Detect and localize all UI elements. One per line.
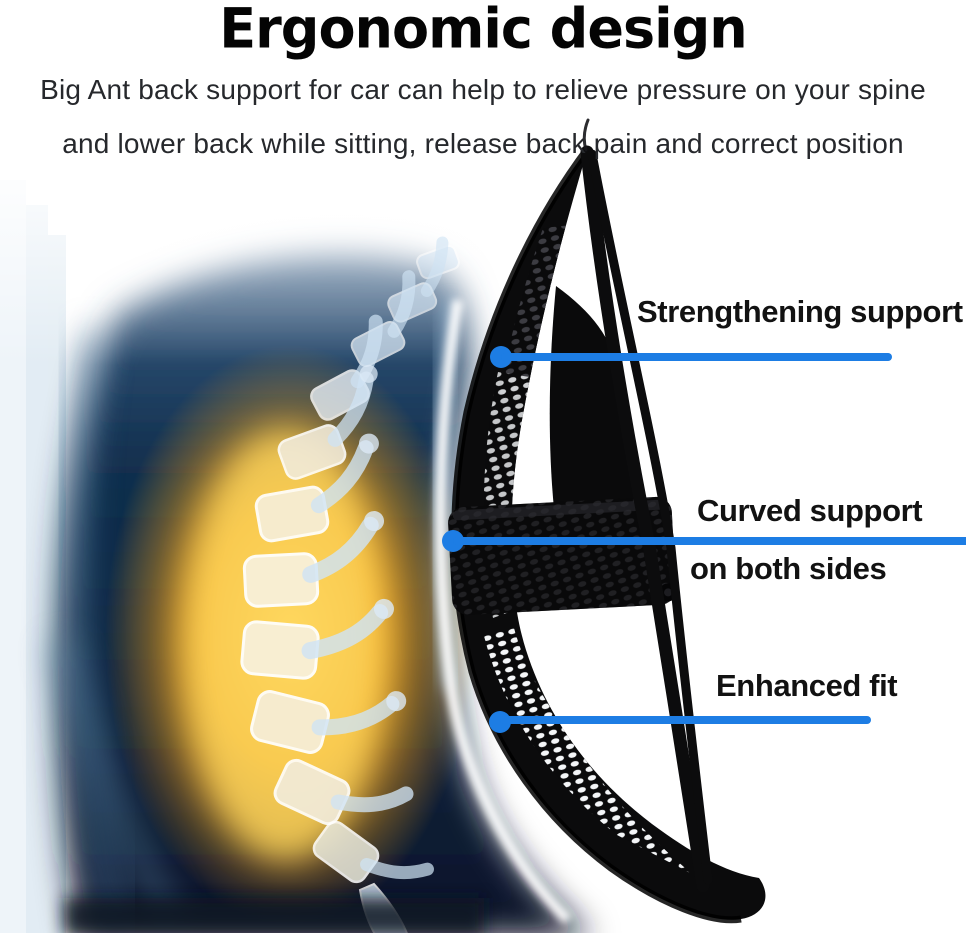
vertebra xyxy=(242,511,385,608)
leader-line-enhanced xyxy=(500,716,871,724)
back-contour xyxy=(435,299,572,924)
bottom-white-strip xyxy=(0,933,966,941)
callout-curved-label-line2: on both sides xyxy=(690,551,887,586)
vertebra xyxy=(277,364,378,480)
header: Ergonomic design Big Ant back support fo… xyxy=(0,0,966,160)
callout-curved-label-line1: Curved support xyxy=(697,493,923,528)
vertebra xyxy=(312,820,434,884)
spine-xray-illustration xyxy=(0,150,593,939)
spine-vertebrae xyxy=(240,236,460,937)
strap-tip xyxy=(582,118,590,152)
strap xyxy=(587,149,713,885)
callout-enhanced-label: Enhanced fit xyxy=(716,668,898,703)
subtitle-line-2: and lower back while sitting, release ba… xyxy=(62,128,904,159)
leader-line-curved xyxy=(453,537,966,545)
subtitle-line-1: Big Ant back support for car can help to… xyxy=(40,74,926,105)
leader-line-strengthening xyxy=(501,353,892,361)
back-support-product-illustration xyxy=(448,118,766,924)
xray-bottom-shadow xyxy=(64,898,484,936)
crescent-outer-rim xyxy=(451,145,742,924)
vertebra xyxy=(250,690,407,754)
vertebra xyxy=(254,433,379,543)
callout-strengthening-label: Strengthening support xyxy=(637,294,963,329)
support-band xyxy=(448,496,678,615)
vertebra xyxy=(273,758,414,826)
page-title: Ergonomic design xyxy=(219,0,747,61)
vertebra xyxy=(240,598,394,680)
